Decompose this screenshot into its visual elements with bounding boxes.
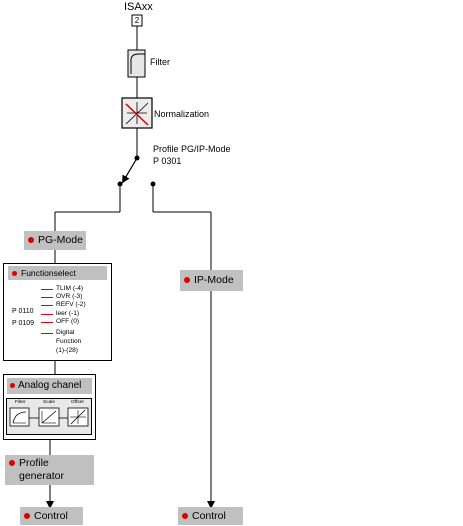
normalization-icon xyxy=(121,97,153,129)
control-right-box[interactable]: Control xyxy=(178,507,243,525)
status-dot xyxy=(184,277,190,284)
connector-number: 2 xyxy=(134,16,140,25)
profile-mode-param: P 0301 xyxy=(153,156,182,166)
control-left-label: Control xyxy=(34,510,68,522)
analog-blocks-graphics xyxy=(9,407,89,427)
filter-block-icon xyxy=(9,407,30,427)
profile-mode-label: Profile PG/IP-Mode P 0301 xyxy=(153,143,231,167)
functionselect-header: Functionselect xyxy=(8,266,107,280)
param-p0109: P 0109 xyxy=(12,320,35,327)
select-line xyxy=(41,289,53,290)
analog-channel-box[interactable]: Analog chanel Filter Scale Offset xyxy=(3,374,96,440)
function-option[interactable]: (1)-(28) xyxy=(56,347,78,354)
function-option[interactable]: OFF (0) xyxy=(56,318,80,325)
status-dot xyxy=(9,460,15,467)
profile-mode-line: Profile PG/IP-Mode xyxy=(153,144,231,154)
scale-block-icon xyxy=(38,407,60,427)
control-left-box[interactable]: Control xyxy=(20,507,83,525)
filter-icon xyxy=(127,49,146,78)
analog-blocks-frame: Filter Scale Offset xyxy=(6,398,92,435)
select-line xyxy=(41,333,53,334)
status-dot xyxy=(28,237,34,244)
status-dot xyxy=(12,271,17,277)
functionselect-box[interactable]: Functionselect P 0110 P 0109 TLIM (-4) O… xyxy=(3,263,112,361)
profile-generator-line1: Profile xyxy=(19,457,49,469)
functionselect-title: Functionselect xyxy=(21,268,76,278)
status-dot xyxy=(182,513,188,520)
analog-channel-header: Analog chanel xyxy=(7,378,92,394)
status-dot xyxy=(10,382,15,388)
select-line xyxy=(41,322,53,323)
select-line xyxy=(41,305,53,306)
function-option[interactable]: TLIM (-4) xyxy=(56,285,84,292)
pg-mode-label: PG-Mode xyxy=(38,234,83,246)
param-p0110: P 0110 xyxy=(12,308,34,315)
status-dot xyxy=(24,513,30,520)
normalization-label: Normalization xyxy=(154,109,210,119)
ip-mode-box[interactable]: IP-Mode xyxy=(180,270,243,291)
filter-label: Filter xyxy=(150,57,170,67)
select-line xyxy=(41,314,53,315)
input-title: ISAxx xyxy=(124,1,153,13)
function-option[interactable]: OVR (-3) xyxy=(56,293,83,300)
ip-mode-label: IP-Mode xyxy=(194,274,234,286)
function-option[interactable]: leer (-1) xyxy=(56,310,80,317)
control-right-label: Control xyxy=(192,510,226,522)
profile-generator-box[interactable]: Profile generator xyxy=(5,455,94,485)
analog-channel-title: Analog chanel xyxy=(18,380,82,391)
function-option[interactable]: Digital xyxy=(56,329,75,336)
function-option[interactable]: REFV (-2) xyxy=(56,301,86,308)
profile-generator-line2: generator xyxy=(19,470,64,482)
block-scale-label: Scale xyxy=(43,400,55,405)
function-option[interactable]: Function xyxy=(56,338,82,345)
connector-icon xyxy=(131,14,143,27)
offset-block-icon xyxy=(67,407,89,427)
pg-mode-box[interactable]: PG-Mode xyxy=(24,231,86,250)
block-offset-label: Offset xyxy=(71,400,84,405)
select-line xyxy=(41,297,53,298)
block-filter-label: Filter xyxy=(15,400,26,405)
